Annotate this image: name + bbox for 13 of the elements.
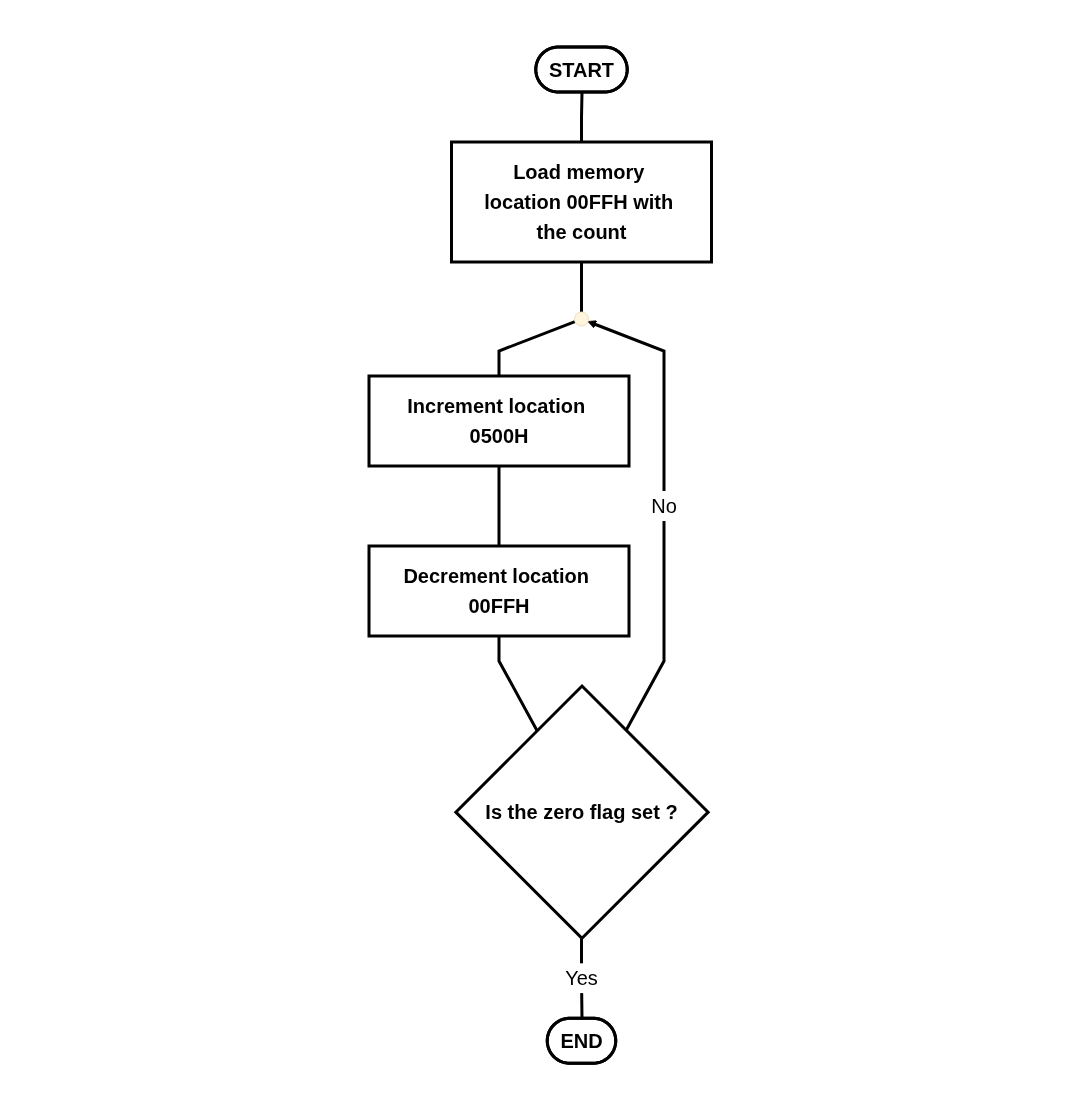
- connector: [497, 465, 501, 546]
- connector: [579, 261, 583, 312]
- node-box: Decrement location 00FFH: [367, 544, 631, 638]
- connector: [579, 92, 584, 142]
- edge-label: Yes: [564, 967, 598, 990]
- arrow: [587, 320, 666, 732]
- edge-label: No: [650, 494, 677, 517]
- node-box: Increment location 0500H: [367, 374, 631, 468]
- connector: [497, 635, 539, 732]
- node-circle: [573, 311, 589, 327]
- connector: [497, 320, 576, 376]
- node-box: Load memory location 00FFH with the count: [449, 140, 713, 264]
- node-diamond: Is the zero flag set ?: [453, 683, 710, 941]
